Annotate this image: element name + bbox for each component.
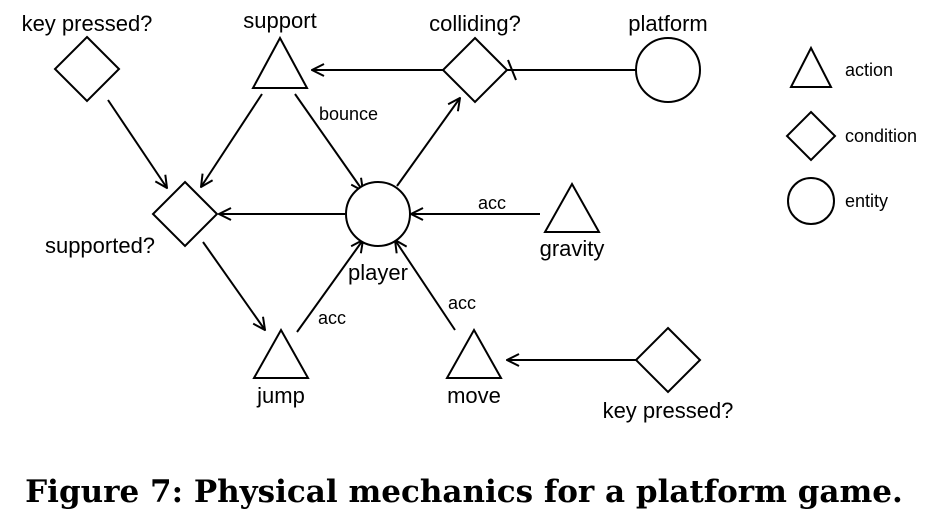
support-action-triangle — [251, 35, 309, 89]
legend-condition-label: condition — [845, 126, 917, 146]
player-label: player — [348, 260, 408, 285]
platform-entity-circle — [635, 37, 701, 103]
gravity-action-triangle — [543, 181, 601, 233]
legend: action condition entity — [785, 45, 917, 225]
edge-label-acc-jump: acc — [318, 308, 346, 328]
move-action-triangle — [445, 327, 503, 379]
support-label: support — [243, 8, 316, 33]
platform-label: platform — [628, 11, 707, 36]
legend-entity-label: entity — [845, 191, 888, 211]
edge-jump-to-player — [296, 240, 363, 333]
edge-support-to-player — [294, 93, 363, 191]
edge-support-to-supported — [201, 93, 263, 187]
edge-keypressed-to-supported — [107, 99, 167, 188]
player-entity-circle — [345, 181, 411, 247]
edge-move-to-player — [395, 240, 456, 331]
edge-label-acc-move: acc — [448, 293, 476, 313]
supported-condition-diamond — [151, 180, 219, 248]
edge-label-bounce: bounce — [319, 104, 378, 124]
edge-player-to-colliding — [396, 98, 460, 187]
edge-labels: bounce acc acc acc — [318, 104, 506, 328]
jump-label: jump — [256, 383, 305, 408]
edge-supported-to-jump — [202, 241, 265, 330]
key-pressed-condition-diamond-2 — [634, 326, 702, 394]
edges — [107, 59, 636, 360]
figure-caption: Figure 7: Physical mechanics for a platf… — [25, 474, 903, 510]
key-pressed-label: key pressed? — [22, 11, 153, 36]
colliding-condition-diamond — [441, 36, 509, 104]
key-pressed-condition-diamond — [53, 35, 121, 103]
nodes: key pressed? support colliding? platform… — [22, 8, 734, 423]
supported-label: supported? — [45, 233, 155, 258]
legend-condition-diamond — [785, 110, 837, 162]
legend-action-label: action — [845, 60, 893, 80]
jump-action-triangle — [252, 327, 310, 379]
key-pressed-label-2: key pressed? — [603, 398, 734, 423]
edge-colliding-crossbar — [507, 59, 517, 81]
legend-action-triangle — [789, 45, 833, 88]
gravity-label: gravity — [540, 236, 605, 261]
edge-label-acc-gravity: acc — [478, 193, 506, 213]
move-label: move — [447, 383, 501, 408]
colliding-label: colliding? — [429, 11, 521, 36]
legend-entity-circle — [787, 177, 835, 225]
